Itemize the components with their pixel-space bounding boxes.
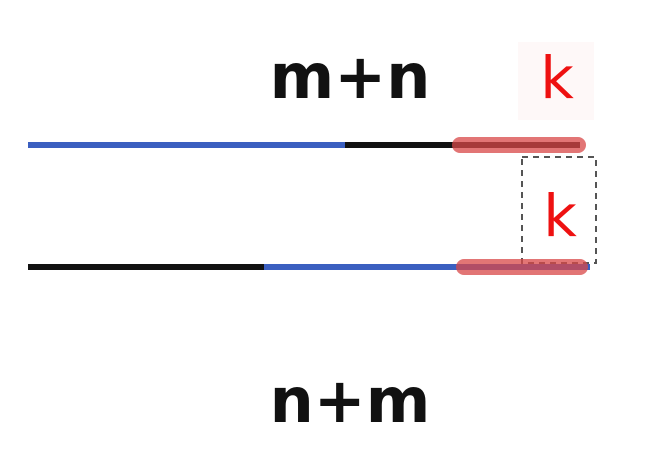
top-expression-label: m+n [270,40,431,113]
dashed-k-box [521,156,597,264]
bottom-k-label: k [543,182,577,250]
bottom-expression-label: n+m [270,364,431,437]
top-k-label: k [540,44,574,112]
top-k-background [518,42,594,120]
